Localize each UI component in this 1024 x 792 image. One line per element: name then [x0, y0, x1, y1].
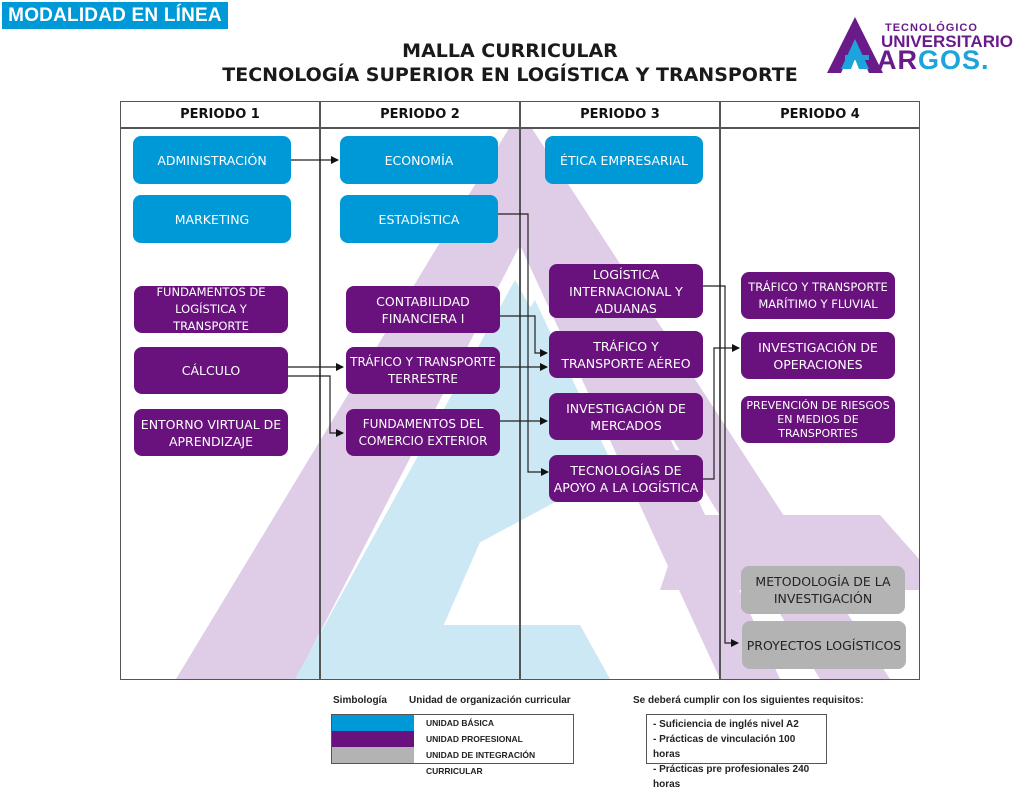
course-entorno-virtual[interactable]: ENTORNO VIRTUAL DE APRENDIZAJE	[134, 409, 288, 456]
course-investigacion-operaciones[interactable]: INVESTIGACIÓN DE OPERACIONES	[741, 332, 895, 379]
period-1-header: PERIODO 1	[180, 107, 260, 122]
course-fundamentos-logistica[interactable]: FUNDAMENTOS DE LOGÍSTICA Y TRANSPORTE	[134, 285, 288, 333]
course-trafico-maritimo[interactable]: TRÁFICO Y TRANSPORTE MARÍTIMO Y FLUVIAL	[741, 272, 895, 319]
requirement-item: - Suficiencia de inglés nivel A2	[653, 719, 799, 730]
period-2-header: PERIODO 2	[380, 107, 460, 122]
requirement-item: - Prácticas de vinculación 100 horas	[653, 734, 796, 760]
logo-line2: UNIVERSITARIO	[881, 32, 1013, 51]
requirements-box: - Suficiencia de inglés nivel A2 - Práct…	[646, 714, 827, 790]
course-etica[interactable]: ÉTICA EMPRESARIAL	[545, 136, 703, 184]
page-title: MALLA CURRICULAR	[402, 40, 618, 62]
logo-line3: ARGOS.	[877, 45, 990, 75]
modalidad-badge: MODALIDAD EN LÍNEA	[2, 2, 228, 29]
legend-label-basica: UNIDAD BÁSICA	[426, 718, 494, 728]
program-title: TECNOLOGÍA SUPERIOR EN LOGÍSTICA Y TRANS…	[222, 64, 798, 86]
column-divider	[519, 101, 521, 680]
requirements-header: Se deberá cumplir con los siguientes req…	[633, 695, 864, 706]
course-trafico-terrestre[interactable]: TRÁFICO Y TRANSPORTE TERRESTRE	[346, 347, 500, 394]
legend-swatch-integracion	[332, 747, 414, 763]
logo-line1: TECNOLÓGICO	[885, 22, 978, 34]
argos-logo: TECNOLÓGICO UNIVERSITARIO ARGOS.	[825, 15, 1024, 77]
legend-unidad-header: Unidad de organización curricular	[409, 695, 571, 706]
course-trafico-aereo[interactable]: TRÁFICO Y TRANSPORTE AÉREO	[549, 331, 703, 378]
course-fundamentos-comercio[interactable]: FUNDAMENTOS DEL COMERCIO EXTERIOR	[346, 409, 500, 456]
period-3-header: PERIODO 3	[580, 107, 660, 122]
legend-label-integracion: UNIDAD DE INTEGRACIÓN CURRICULAR	[426, 750, 536, 776]
watermark-bar-blue	[335, 625, 610, 679]
legend-label-profesional: UNIDAD PROFESIONAL	[426, 734, 523, 744]
legend-box: UNIDAD BÁSICA UNIDAD PROFESIONAL UNIDAD …	[331, 714, 574, 776]
watermark-outer-triangle	[176, 128, 780, 679]
course-calculo[interactable]: CÁLCULO	[134, 347, 288, 394]
course-proyectos[interactable]: PROYECTOS LOGÍSTICOS	[742, 621, 906, 669]
column-divider	[319, 101, 321, 680]
course-estadistica[interactable]: ESTADÍSTICA	[340, 195, 498, 243]
legend-simbologia: Simbología	[333, 695, 387, 706]
requirement-item: - Prácticas pre profesionales 240 horas	[653, 764, 810, 790]
course-metodologia[interactable]: METODOLOGÍA DE LA INVESTIGACIÓN	[741, 566, 905, 614]
course-marketing[interactable]: MARKETING	[133, 195, 291, 243]
course-investigacion-mercados[interactable]: INVESTIGACIÓN DE MERCADOS	[549, 393, 703, 440]
course-administracion[interactable]: ADMINISTRACIÓN	[133, 136, 291, 184]
legend-swatch-basica	[332, 715, 414, 731]
course-contabilidad[interactable]: CONTABILIDAD FINANCIERA I	[346, 286, 500, 333]
course-prevencion-riesgos[interactable]: PREVENCIÓN DE RIESGOS EN MEDIOS DE TRANS…	[741, 396, 895, 443]
argos-triangle-logo-icon	[827, 17, 883, 73]
course-logistica-internacional[interactable]: LOGÍSTICA INTERNACIONAL Y ADUANAS	[549, 264, 703, 318]
column-divider	[719, 101, 721, 680]
period-4-header: PERIODO 4	[780, 107, 860, 122]
course-economia[interactable]: ECONOMÍA	[340, 136, 498, 184]
legend-swatch-profesional	[332, 731, 414, 747]
course-tecnologias-apoyo[interactable]: TECNOLOGÍAS DE APOYO A LA LOGÍSTICA	[549, 455, 703, 502]
